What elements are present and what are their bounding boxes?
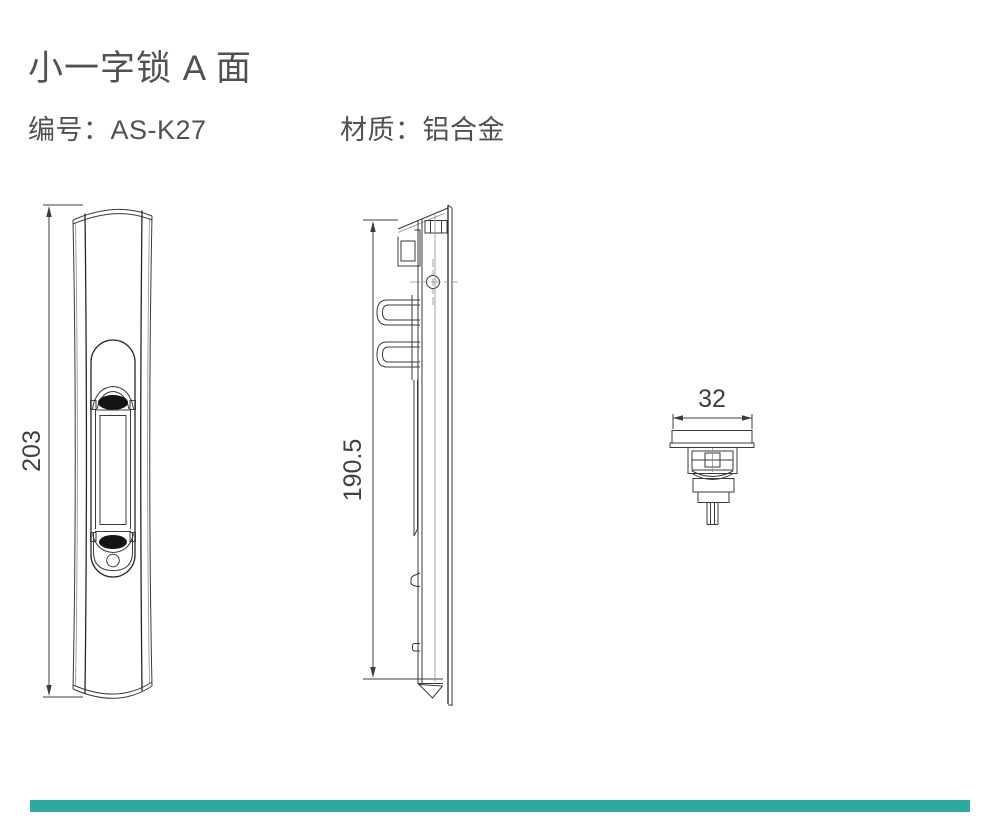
- side-hooks: [376, 299, 421, 652]
- material-label: 材质：: [340, 115, 423, 145]
- page-title: 小一字锁 A 面: [28, 49, 252, 88]
- top-dimension: 32: [672, 385, 753, 429]
- side-dimension: 190.5: [339, 219, 443, 680]
- dim-203-label: 203: [18, 430, 46, 472]
- front-dimension: 203: [18, 204, 83, 698]
- thumb-grip-lower: [99, 535, 127, 549]
- spec-code: 编号：AS-K27: [28, 108, 207, 147]
- screw-hole: [106, 553, 120, 568]
- dim-32-label: 32: [698, 385, 726, 413]
- front-slider: [90, 385, 136, 572]
- front-view-drawing: 203: [18, 204, 153, 699]
- top-view-drawing: 32: [669, 385, 755, 525]
- thumb-grip-upper: [98, 395, 128, 410]
- top-part: [669, 430, 755, 525]
- side-profile: [397, 204, 458, 706]
- material-value: 铝合金: [422, 115, 505, 145]
- front-body: [72, 208, 153, 699]
- side-bottom-tip: [417, 683, 444, 699]
- spec-material: 材质：铝合金: [340, 108, 505, 147]
- footer-accent-bar: [30, 800, 970, 812]
- front-slot: [90, 339, 136, 578]
- code-value: AS-K27: [110, 115, 207, 145]
- dim-190-label: 190.5: [339, 439, 367, 502]
- side-view-drawing: 190.5: [339, 204, 458, 706]
- code-label: 编号：: [28, 115, 111, 145]
